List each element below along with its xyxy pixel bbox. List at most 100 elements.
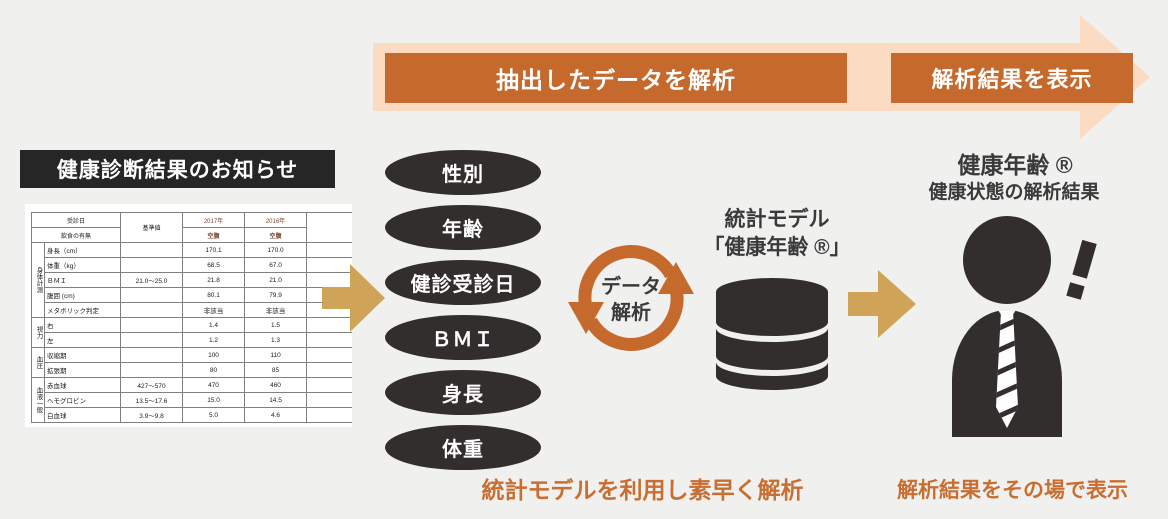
table-cell: 21.0 <box>244 272 308 288</box>
table-cell: 470 <box>182 377 246 393</box>
model-title-line2: 「健康年齢 ®」 <box>703 236 851 259</box>
table-cell: 170.1 <box>182 242 246 258</box>
table-cell <box>120 347 184 363</box>
table-cell: 収縮期 <box>43 347 122 363</box>
analysis-caption: 統計モデルを利用し素早く解析 <box>481 477 804 503</box>
exclamation-icon <box>1066 239 1097 300</box>
group-label-blood-pressure: 血圧 <box>31 347 45 378</box>
cycle-label-line2: 解析 <box>611 302 651 324</box>
header-exam-date: 受診日 <box>30 212 122 228</box>
data-pill-weight: 体重 <box>385 425 541 470</box>
table-cell: 1.5 <box>244 317 308 333</box>
model-title: 統計モデル 「健康年齢 ®」 <box>688 206 866 262</box>
result-subtitle: 健康状態の解析結果 <box>928 182 1100 203</box>
data-pill-bmi: ＢＭＩ <box>385 315 541 360</box>
table-cell <box>120 302 184 318</box>
group-label-vision: 視力 <box>31 317 45 348</box>
data-pill-gender: 性別 <box>385 150 541 195</box>
table-cell: 79.9 <box>244 287 308 303</box>
table-cell: メタボリック判定 <box>43 302 122 318</box>
table-row: 左 1.2 1.3 <box>32 332 352 348</box>
table-cell: 80 <box>182 362 246 378</box>
result-arrow-head <box>878 270 916 338</box>
table-cell: 拡張期 <box>43 362 122 378</box>
table-cell: 85 <box>244 362 308 378</box>
header-fasting-state: 飲食の有無 <box>30 227 122 243</box>
table-row: 血液一般 赤血球 427～570 470 460 <box>31 377 352 423</box>
table-cell: 白血球 <box>43 407 122 423</box>
table-row: 腹囲 (cm) 80.1 79.9 <box>32 287 352 303</box>
table-cell <box>120 257 184 273</box>
header-fasting-2016: 空腹 <box>244 227 308 243</box>
table-row: 視力 右 1.4 1.5 <box>31 317 352 348</box>
table-cell: 427～570 <box>120 377 184 393</box>
table-row: 拡張期 80 85 <box>32 362 352 378</box>
table-cell-empty <box>306 362 352 378</box>
header-year-2016: 2016年 <box>244 212 308 228</box>
table-cell: 170.0 <box>244 242 308 258</box>
table-row: ＢＭＩ 21.0～25.0 21.8 21.0 <box>32 272 352 288</box>
table-cell: 15.0 <box>182 392 246 408</box>
cycle-arrows-icon <box>568 245 694 351</box>
table-cell: 右 <box>43 317 122 333</box>
header-empty <box>306 212 352 243</box>
data-pill-age: 年齢 <box>385 205 541 250</box>
table-row: 血圧 収縮期 100 110 <box>31 347 352 378</box>
table-cell: 3.9～9.8 <box>120 407 184 423</box>
result-title: 健康年齢 ® <box>957 152 1073 178</box>
table-row: ヘモグロビン 13.5～17.6 15.0 14.5 <box>32 392 352 408</box>
table-cell: 21.8 <box>182 272 246 288</box>
table-cell: ＢＭＩ <box>43 272 122 288</box>
table-cell: 腹囲 (cm) <box>43 287 122 303</box>
table-cell: 460 <box>244 377 308 393</box>
table-cell: 非該当 <box>182 302 246 318</box>
table-cell: 80.1 <box>182 287 246 303</box>
table-cell: 非該当 <box>244 302 308 318</box>
table-header-row-2: 飲食の有無 空腹 空腹 <box>30 227 353 243</box>
person-icon <box>952 216 1097 437</box>
extract-arrow-head <box>350 264 385 332</box>
result-caption: 解析結果をその場で表示 <box>897 479 1128 502</box>
table-cell: 14.5 <box>244 392 308 408</box>
group-label-body: 身体計測 <box>31 242 45 318</box>
table-cell <box>120 242 184 258</box>
database-icon <box>716 278 828 390</box>
table-cell: 身長（cm） <box>43 242 122 258</box>
table-cell <box>120 362 184 378</box>
header-year-2017: 2017年 <box>182 212 246 228</box>
table-cell: 1.3 <box>244 332 308 348</box>
table-cell: 4.6 <box>244 407 308 423</box>
data-analysis-cycle: データ 解析 <box>556 230 706 372</box>
table-row: 身体計測 身長（cm） 170.1 170.0 <box>31 242 352 318</box>
table-cell: 100 <box>182 347 246 363</box>
report-title-bar: 健康診断結果のお知らせ <box>20 150 335 188</box>
data-pill-exam-date: 健診受診日 <box>385 260 541 305</box>
header-fasting-2017: 空腹 <box>182 227 246 243</box>
table-cell <box>120 317 184 333</box>
table-cell: 体重（kg） <box>43 257 122 273</box>
table-cell: ヘモグロビン <box>43 392 122 408</box>
table-header-row-1: 受診日 基準値 2017年 2016年 <box>30 212 352 243</box>
table-cell: 21.0～25.0 <box>120 272 184 288</box>
cycle-label-line1: データ <box>601 276 661 298</box>
table-cell: 67.0 <box>244 257 308 273</box>
table-cell-empty <box>306 392 352 408</box>
table-cell-empty <box>306 347 352 363</box>
table-cell-empty <box>306 242 352 258</box>
table-cell-empty <box>306 377 352 393</box>
health-report-table: 受診日 基準値 2017年 2016年 飲食の有無 空腹 空腹 身体計測 身長（… <box>30 212 353 423</box>
table-row: 白血球 3.9～9.8 5.0 4.6 <box>32 407 352 423</box>
table-cell: 110 <box>244 347 308 363</box>
table-cell-empty <box>306 272 352 288</box>
table-row: メタボリック判定 非該当 非該当 <box>32 302 352 318</box>
table-cell-empty <box>306 332 352 348</box>
table-cell-empty <box>306 407 352 423</box>
table-cell <box>120 332 184 348</box>
table-cell: 5.0 <box>182 407 246 423</box>
model-title-line1: 統計モデル <box>724 208 830 231</box>
table-cell: 赤血球 <box>43 377 122 393</box>
table-cell: 1.2 <box>182 332 246 348</box>
step-banner-analyze-data: 抽出したデータを解析 <box>385 53 847 103</box>
header-reference: 基準値 <box>120 212 184 243</box>
